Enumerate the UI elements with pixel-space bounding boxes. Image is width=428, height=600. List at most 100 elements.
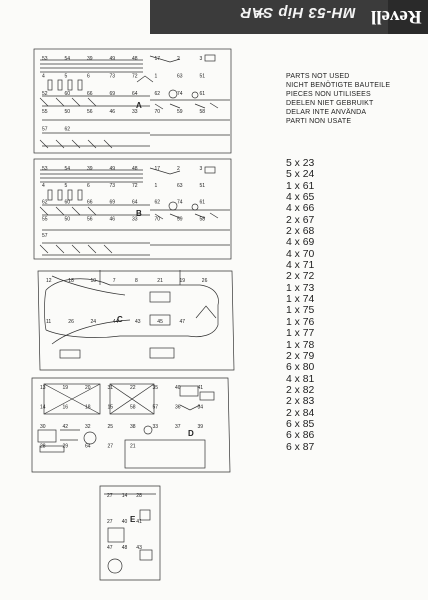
- part-number-label: 55: [42, 109, 48, 115]
- part-number-label: 17: [155, 166, 161, 172]
- parts-not-used-entry: 6 x 87: [286, 441, 315, 453]
- parts-not-used-entry: 1 x 75: [286, 305, 315, 317]
- part-number-label: 27: [108, 444, 114, 450]
- part-number-label: 33: [153, 424, 159, 430]
- part-number-label: 53: [42, 56, 48, 62]
- part-number-label: 35: [153, 385, 159, 391]
- part-number-label: 40: [175, 385, 181, 391]
- part-number-label: 4: [42, 183, 45, 189]
- parts-not-used-entry: 4 x 69: [286, 237, 315, 249]
- logo-band: [388, 0, 428, 34]
- part-number-label: 61: [200, 91, 206, 97]
- part-number-label: 64: [85, 444, 91, 450]
- part-number-label: 61: [200, 200, 206, 206]
- part-number-label: 69: [110, 200, 116, 206]
- part-number-label: 22: [130, 385, 136, 391]
- part-number-label: 18: [85, 405, 91, 411]
- parts-not-used-entry: 1 x 78: [286, 339, 315, 351]
- part-number-label: 41: [136, 519, 142, 525]
- part-number-label: 24: [91, 319, 97, 325]
- part-number-label: 7: [113, 278, 116, 284]
- parts-not-used-entry: 1 x 61: [286, 180, 315, 192]
- part-number-label: 63: [177, 74, 183, 80]
- part-number-label: 19: [180, 278, 186, 284]
- part-number-label: 39: [198, 424, 204, 430]
- part-number-label: 11: [46, 319, 51, 325]
- part-number-label: 13: [40, 385, 46, 391]
- part-number-label: 55: [42, 216, 48, 222]
- part-number-label: 39: [87, 166, 93, 172]
- part-number-label: 64: [132, 91, 138, 97]
- parts-not-used-heading: DELAR INTE ANVÄNDA: [286, 109, 367, 116]
- parts-not-used-heading: PIECES NON UTILISEES: [286, 91, 371, 98]
- part-number-label: 38: [130, 424, 136, 430]
- part-number-label: 66: [87, 91, 93, 97]
- parts-not-used-entry: 4 x 70: [286, 248, 315, 260]
- part-number-label: 47: [107, 545, 113, 551]
- part-number-label: 21: [130, 444, 136, 450]
- part-number-label: 16: [63, 405, 69, 411]
- part-number-label: 27: [107, 519, 113, 525]
- part-number-label: 48: [132, 166, 138, 172]
- part-number-label: 5: [65, 183, 68, 189]
- part-number-label: 36: [175, 405, 181, 411]
- parts-not-used-heading: NICHT BENÖTIGTE BAUTEILE: [286, 82, 391, 89]
- part-number-label: 60: [65, 91, 71, 97]
- sprue-d: [31, 377, 231, 473]
- part-number-label: 43: [136, 545, 142, 551]
- part-number-label: 6: [87, 74, 90, 80]
- box-art-header: MH-53 Hip SAR + Revell: [0, 0, 428, 34]
- part-number-label: 3: [200, 56, 203, 62]
- part-number-label: 33: [132, 109, 138, 115]
- part-number-label: 2: [177, 166, 180, 172]
- part-number-label: 72: [132, 183, 138, 189]
- part-number-label: 62: [65, 126, 71, 132]
- part-number-label: 48: [132, 56, 138, 62]
- part-number-label: 54: [65, 56, 71, 62]
- sprue-d-letter: D: [188, 429, 194, 438]
- part-number-label: 48: [122, 545, 128, 551]
- part-number-label: 20: [85, 385, 91, 391]
- part-number-label: 62: [42, 200, 48, 206]
- part-number-label: 31: [108, 385, 114, 391]
- plus-mark: +: [255, 6, 265, 23]
- parts-not-used-entry: 2 x 79: [286, 350, 315, 362]
- part-number-label: 50: [65, 216, 71, 222]
- part-number-label: 26: [202, 278, 208, 284]
- part-number-label: 21: [157, 278, 163, 284]
- part-number-label: 70: [155, 216, 161, 222]
- parts-not-used-entry: 2 x 83: [286, 396, 315, 408]
- part-number-label: 29: [63, 444, 69, 450]
- sprue-b-letter: B: [136, 209, 142, 218]
- part-number-label: 47: [180, 319, 186, 325]
- part-number-label: 60: [65, 200, 71, 206]
- parts-not-used-heading: DEELEN NIET GEBRUIKT: [286, 100, 374, 107]
- part-number-label: 58: [130, 405, 136, 411]
- part-number-label: 6: [87, 183, 90, 189]
- part-number-label: 1: [155, 183, 158, 189]
- parts-not-used-entry: 6 x 85: [286, 418, 315, 430]
- part-number-label: 4: [42, 74, 45, 80]
- part-number-label: 74: [177, 91, 183, 97]
- part-number-label: 44: [113, 319, 119, 325]
- part-number-label: 12: [46, 278, 52, 284]
- sprue-e-letter: E: [130, 515, 136, 524]
- parts-not-used-heading: PARTI NON USATE: [286, 118, 352, 125]
- sprue-a-letter: A: [136, 101, 142, 110]
- part-number-label: 37: [175, 424, 181, 430]
- part-number-label: 63: [177, 183, 183, 189]
- part-number-label: 15: [108, 405, 114, 411]
- part-number-label: 1: [155, 74, 158, 80]
- part-number-label: 73: [110, 74, 116, 80]
- sprue-c: [37, 270, 235, 371]
- part-number-label: 58: [200, 109, 206, 115]
- part-number-label: 26: [68, 319, 74, 325]
- part-number-label: 62: [155, 200, 161, 206]
- part-number-label: 46: [110, 109, 116, 115]
- part-number-label: 54: [65, 166, 71, 172]
- part-number-label: 74: [177, 200, 183, 206]
- parts-not-used-entry: 2 x 82: [286, 384, 315, 396]
